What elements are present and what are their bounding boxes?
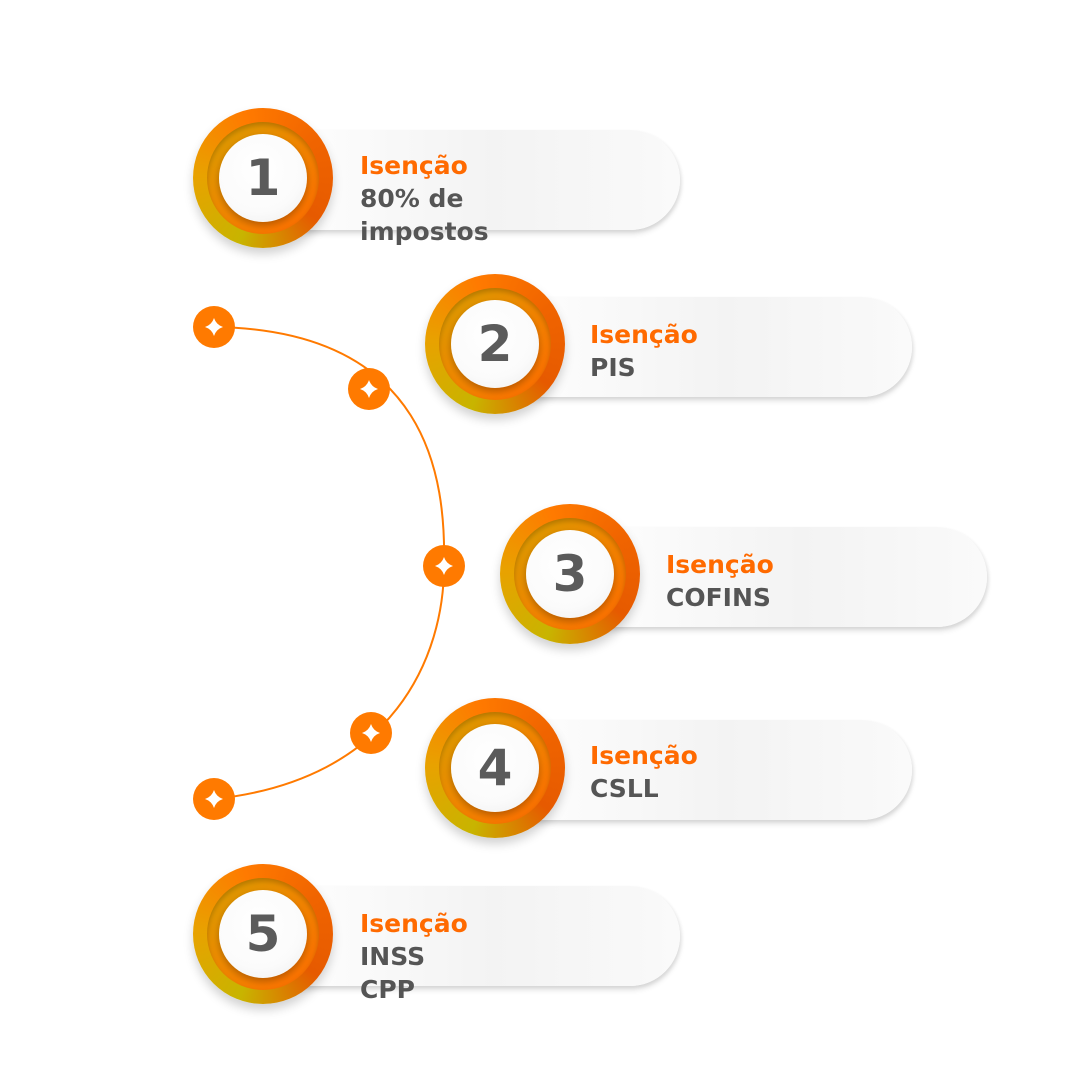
step-card	[497, 297, 912, 397]
arc-line	[213, 326, 446, 800]
arc-marker	[193, 778, 235, 820]
arc-marker	[423, 545, 465, 587]
step-label: Isenção	[360, 151, 468, 180]
step-value: 80% de impostos	[360, 184, 489, 246]
step-value: INSS CPP	[360, 942, 426, 1004]
arc-marker	[348, 368, 390, 410]
arc-marker	[350, 712, 392, 754]
step-badge: 2	[425, 274, 565, 414]
step-card	[572, 527, 987, 627]
step-label: Isenção	[590, 741, 698, 770]
step-value: PIS	[590, 353, 636, 382]
step-value: CSLL	[590, 774, 659, 803]
arc-marker	[193, 306, 235, 348]
sparkle-icon	[360, 380, 378, 398]
step-card	[497, 720, 912, 820]
step-label: Isenção	[666, 550, 774, 579]
sparkle-icon	[205, 318, 223, 336]
step-card	[265, 130, 680, 230]
step-number: 1	[245, 149, 281, 207]
step-number: 5	[245, 905, 281, 963]
step-badge: 5	[193, 864, 333, 1004]
sparkle-icon	[362, 724, 380, 742]
sparkle-icon	[205, 790, 223, 808]
step-number: 4	[477, 739, 513, 797]
step-badge: 3	[500, 504, 640, 644]
step-card	[265, 886, 680, 986]
sparkle-icon	[435, 557, 453, 575]
step-badge: 1	[193, 108, 333, 248]
step-badge: 4	[425, 698, 565, 838]
step-number: 3	[552, 545, 588, 603]
step-label: Isenção	[590, 320, 698, 349]
step-value: COFINS	[666, 583, 771, 612]
step-label: Isenção	[360, 909, 468, 938]
step-number: 2	[477, 315, 513, 373]
